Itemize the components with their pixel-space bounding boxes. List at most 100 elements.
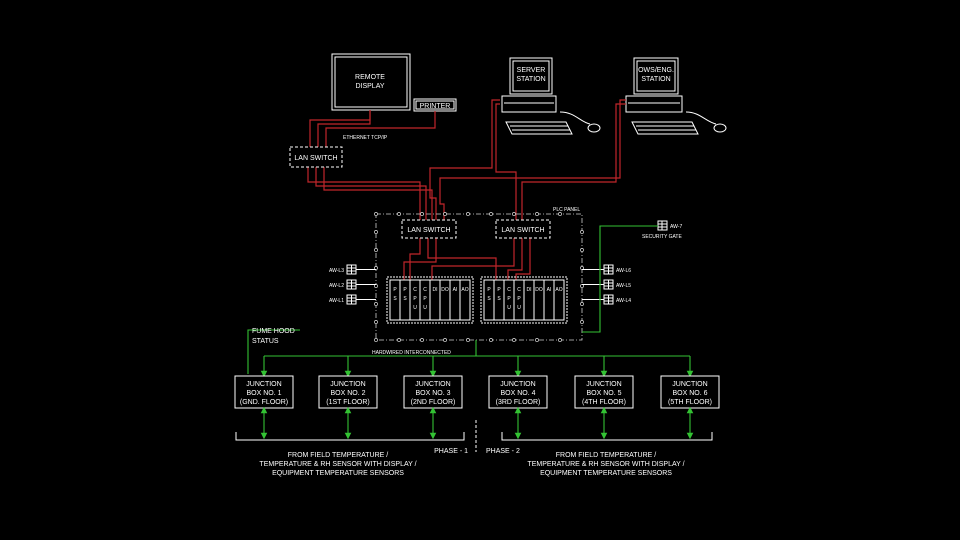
io-module-label: DI (433, 287, 438, 293)
junction-box-number: BOX NO. 6 (672, 390, 707, 397)
panel-terminal-dot (466, 338, 470, 342)
lan-switch-left-label: LAN SWITCH (407, 227, 450, 234)
io-module-label: DO (535, 287, 543, 293)
io-module-label: S (403, 296, 407, 302)
panel-terminal-dot (535, 338, 539, 342)
panel-terminal-dot (443, 212, 447, 216)
printer-label: PRINTER (420, 103, 451, 110)
lan-switch-top: LAN SWITCH (289, 146, 343, 168)
panel-terminal-dot (397, 338, 401, 342)
io-module-label: C (423, 287, 427, 293)
junction-box-6: JUNCTION BOX NO. 6 (5TH FLOOR) (660, 375, 720, 409)
panel-terminal-dot (374, 230, 378, 234)
junction-box-floor: (1ST FLOOR) (326, 399, 369, 406)
panel-terminal-dot (466, 212, 470, 216)
hardwired-label: HARDWIRED INTERCONNECTED (372, 350, 451, 356)
panel-terminal-dot (558, 338, 562, 342)
io-module (449, 279, 461, 321)
printer: PRINTER (413, 98, 457, 112)
panel-terminal-dot (374, 212, 378, 216)
junction-box-floor: (5TH FLOOR) (668, 399, 712, 406)
aw-right-label: AW-L5 (616, 283, 631, 289)
hardwired-bus (247, 329, 694, 378)
io-module-label: DO (441, 287, 449, 293)
ethernet-network-lines (307, 99, 626, 280)
lan-switch-right-label: LAN SWITCH (501, 227, 544, 234)
remote-display-monitor: REMOTE DISPLAY (331, 53, 411, 111)
aw-left-label: AW-L3 (329, 268, 344, 274)
junction-box-5: JUNCTION BOX NO. 5 (4TH FLOOR) (574, 375, 634, 409)
junction-box-title: JUNCTION (415, 381, 450, 388)
keyboard-icon (631, 121, 699, 135)
remote-display-label-1: REMOTE (355, 74, 385, 81)
io-module (459, 279, 471, 321)
io-module-label: AI (453, 287, 458, 293)
panel-terminal-dot (489, 338, 493, 342)
io-module-label: C (413, 287, 417, 293)
io-module-label: P (507, 296, 511, 302)
panel-terminal-dot (580, 230, 584, 234)
io-module (553, 279, 565, 321)
io-module-label: C (517, 287, 521, 293)
phase1-note-3: EQUIPMENT TEMPERATURE SENSORS (272, 470, 404, 477)
aw-right-label: AW-L6 (616, 268, 631, 274)
phase1-label: PHASE - 1 (434, 448, 468, 455)
ows-station-label-2: STATION (641, 76, 670, 83)
io-module-label: DI (527, 287, 532, 293)
server-station-workstation: SERVER STATION (501, 57, 601, 135)
mouse-icon (587, 123, 601, 133)
mouse-icon (713, 123, 727, 133)
lan-switch-top-label: LAN SWITCH (294, 155, 337, 162)
io-module-label: P (497, 287, 501, 293)
junction-box-number: BOX NO. 4 (500, 390, 535, 397)
junction-box-number: BOX NO. 3 (415, 390, 450, 397)
junction-boxes: JUNCTION BOX NO. 1 (GND. FLOOR) JUNCTION BOX… (234, 375, 720, 440)
ethernet-label: ETHERNET TCP/IP (343, 135, 388, 141)
io-module-label: AO (461, 287, 468, 293)
phase2-label: PHASE - 2 (486, 448, 520, 455)
ows-eng-station-workstation: OWS/ENG. STATION (625, 57, 727, 135)
panel-terminal-dot (580, 248, 584, 252)
security-gate: AW-7 SECURITY GATE (642, 220, 682, 240)
junction-box-title: JUNCTION (586, 381, 621, 388)
junction-box-title: JUNCTION (500, 381, 535, 388)
phase2-note-3: EQUIPMENT TEMPERATURE SENSORS (540, 470, 672, 477)
remote-display-label-2: DISPLAY (355, 83, 384, 90)
panel-terminal-dot (580, 320, 584, 324)
plc-panel: PLC PANEL LAN SWITCH LAN SWITCH PSPSCPUC… (374, 207, 584, 342)
io-module (543, 279, 555, 321)
panel-terminal-dot (420, 212, 424, 216)
io-module (429, 279, 441, 321)
field-brackets (235, 420, 713, 452)
io-module (439, 279, 451, 321)
junction-box-number: BOX NO. 5 (586, 390, 621, 397)
phase2-note-2: TEMPERATURE & RH SENSOR WITH DISPLAY / (527, 461, 684, 468)
junction-box-title: JUNCTION (246, 381, 281, 388)
junction-box-floor: (2ND FLOOR) (411, 399, 456, 406)
io-module-label: C (507, 287, 511, 293)
fume-hood-label-1: FUME HOOD (252, 328, 295, 335)
io-module-label: U (517, 305, 521, 311)
junction-box-floor: (4TH FLOOR) (582, 399, 626, 406)
rack-frame (386, 276, 474, 324)
panel-terminal-dot (397, 212, 401, 216)
io-module (523, 279, 535, 321)
io-module-label: S (393, 296, 397, 302)
junction-box-number: BOX NO. 2 (330, 390, 365, 397)
junction-box-floor: (GND. FLOOR) (240, 399, 288, 406)
aw-left-label: AW-L2 (329, 283, 344, 289)
server-station-label-2: STATION (516, 76, 545, 83)
io-module-label: P (393, 287, 397, 293)
io-module-label: P (487, 287, 491, 293)
junction-box-number: BOX NO. 1 (246, 390, 281, 397)
io-module-label: P (423, 296, 427, 302)
junction-box-title: JUNCTION (672, 381, 707, 388)
rack-frame (480, 276, 568, 324)
panel-terminal-dot (420, 338, 424, 342)
panel-terminal-dot (374, 338, 378, 342)
junction-box-3: JUNCTION BOX NO. 3 (2ND FLOOR) (403, 375, 463, 409)
